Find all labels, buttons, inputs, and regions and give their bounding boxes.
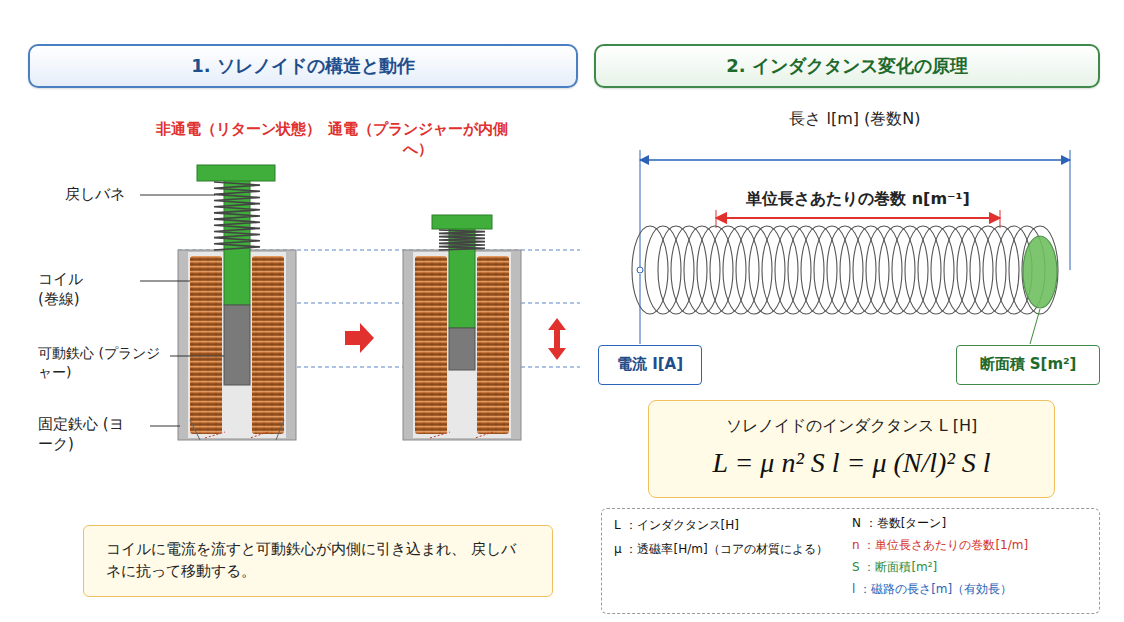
leader-line [140, 195, 224, 426]
box-text: 1. ソレノイドの構造と動作 [191, 53, 415, 79]
transition-arrow [345, 323, 374, 353]
extension-line [1000, 210, 1001, 228]
extension-line [640, 150, 641, 270]
box-text: コイルに電流を流すと可動鉄心が内側に引き込まれ、 戻しバネに抗って移動する。 [106, 539, 530, 583]
formula-box: ソレノイドのインダクタンス L [H] L = μ n² S l = μ (N/l… [648, 400, 1055, 498]
section-header: 2. インダクタンス変化の原理 [594, 44, 1100, 88]
symbol-definition: l ：磁路の長さ[m]（有効長） [852, 581, 1012, 598]
box-text: 電流 I[A] [617, 354, 683, 376]
coil-helix [632, 226, 1058, 314]
section-header: 1. ソレノイドの構造と動作 [28, 44, 578, 88]
leader-line [1030, 309, 1040, 344]
symbol-definition: N ：巻数[ターン] [852, 515, 946, 532]
extension-line [716, 210, 717, 228]
dimension-label: 単位長さあたりの巻数 n[m⁻¹] [710, 188, 1006, 210]
part-label: コイル (巻線) [38, 269, 108, 310]
part-label: 固定鉄心 (ヨーク) [38, 414, 138, 455]
symbol-key: L ：インダクタンス[H] μ ：透磁率[H/m]（コアの材質による） N ：巻数[… [601, 508, 1100, 614]
formula-heading: ソレノイドのインダクタンス L [H] [726, 414, 978, 437]
symbol-definition: n ：単位長さあたりの巻数[1/m] [852, 537, 1028, 554]
unit-length-dimension [716, 217, 1000, 219]
part-label: 可動鉄心 (プランジャー) [38, 344, 166, 382]
formula: L = μ n² S l = μ (N/l)² S l [712, 443, 990, 484]
part-label: 戻しバネ [65, 184, 140, 204]
area-label-box: 断面積 S[m²] [956, 345, 1100, 385]
cross-section [1023, 236, 1057, 308]
box-text: 2. インダクタンス変化の原理 [726, 53, 968, 79]
extension-line [1070, 150, 1071, 270]
coil-terminal [637, 267, 643, 273]
state-label: 通電（プランジャーが内側へ） [318, 119, 518, 160]
symbol-definition: μ ：透磁率[H/m]（コアの材質による） [614, 541, 828, 558]
box-text: 断面積 S[m²] [980, 354, 1077, 376]
solenoid-off [178, 165, 296, 440]
length-dimension [640, 159, 1070, 161]
symbol-definition: L ：インダクタンス[H] [614, 517, 739, 534]
leader-line [640, 274, 641, 344]
motion-arrow [548, 318, 566, 360]
dimension-label: 長さ l[m] (巻数N) [780, 108, 930, 130]
solenoid-on [403, 215, 521, 440]
symbol-definition: S ：断面積[m²] [852, 559, 937, 576]
note-box: コイルに電流を流すと可動鉄心が内側に引き込まれ、 戻しバネに抗って移動する。 [83, 525, 553, 597]
state-label: 非通電（リターン状態） [148, 119, 328, 139]
current-label-box: 電流 I[A] [598, 345, 702, 385]
